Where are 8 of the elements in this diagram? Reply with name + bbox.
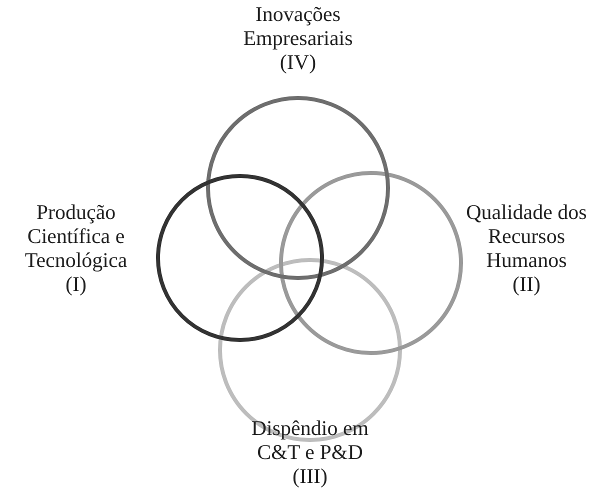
set-label: Dispêndio em C&T e P&D — [250, 416, 370, 464]
set-label: Qualidade dos Recursos Humanos — [465, 200, 588, 272]
set-label: Produção Científica e Tecnológica — [24, 200, 128, 272]
set-numeral: (IV) — [278, 50, 318, 74]
set-numeral: (II) — [512, 272, 542, 296]
set-numeral: (I) — [64, 272, 88, 296]
set-numeral: (III) — [292, 464, 328, 488]
set-label: Inovações Empresariais — [242, 2, 354, 50]
